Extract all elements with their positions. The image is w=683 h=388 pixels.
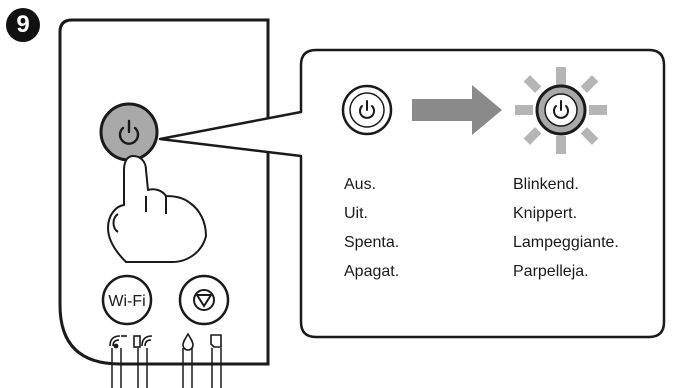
blinking-state-labels: Blinkend. Knippert. Lampeggiante. Parpel…	[513, 170, 619, 286]
stop-icon	[193, 289, 215, 311]
power-icon	[118, 119, 140, 145]
arrow-right-icon	[412, 85, 502, 135]
control-panel	[58, 18, 270, 366]
label-blink-nl: Knippert.	[513, 205, 578, 222]
paper-icon	[210, 334, 222, 348]
wifi-icon	[109, 335, 127, 349]
off-state-labels: Aus. Uit. Spenta. Apagat.	[344, 170, 399, 286]
wifi-button-label: Wi-Fi	[108, 293, 145, 310]
panel-cables	[111, 348, 222, 388]
blink-rays	[515, 67, 607, 154]
wifi-direct-icon	[133, 335, 153, 348]
ink-drop-icon	[182, 332, 194, 351]
stop-button[interactable]	[178, 274, 230, 326]
power-off-indicator	[341, 84, 393, 136]
label-off-de: Aus.	[344, 176, 377, 193]
step-number-badge: 9	[6, 8, 40, 42]
label-blink-ca: Parpelleja.	[513, 263, 589, 280]
power-icon-blinking	[553, 100, 569, 119]
callout-box	[158, 48, 666, 339]
label-blink-de: Blinkend.	[513, 176, 579, 193]
label-off-it: Spenta.	[344, 234, 400, 251]
power-blinking-indicator	[535, 84, 587, 136]
hand-pressing-icon	[107, 155, 207, 263]
label-off-nl: Uit.	[344, 205, 368, 222]
label-off-ca: Apagat.	[344, 263, 400, 280]
wifi-button[interactable]: Wi-Fi	[101, 274, 153, 326]
power-icon	[359, 100, 375, 119]
label-blink-it: Lampeggiante.	[513, 234, 619, 251]
panel-power-button[interactable]	[99, 102, 159, 162]
